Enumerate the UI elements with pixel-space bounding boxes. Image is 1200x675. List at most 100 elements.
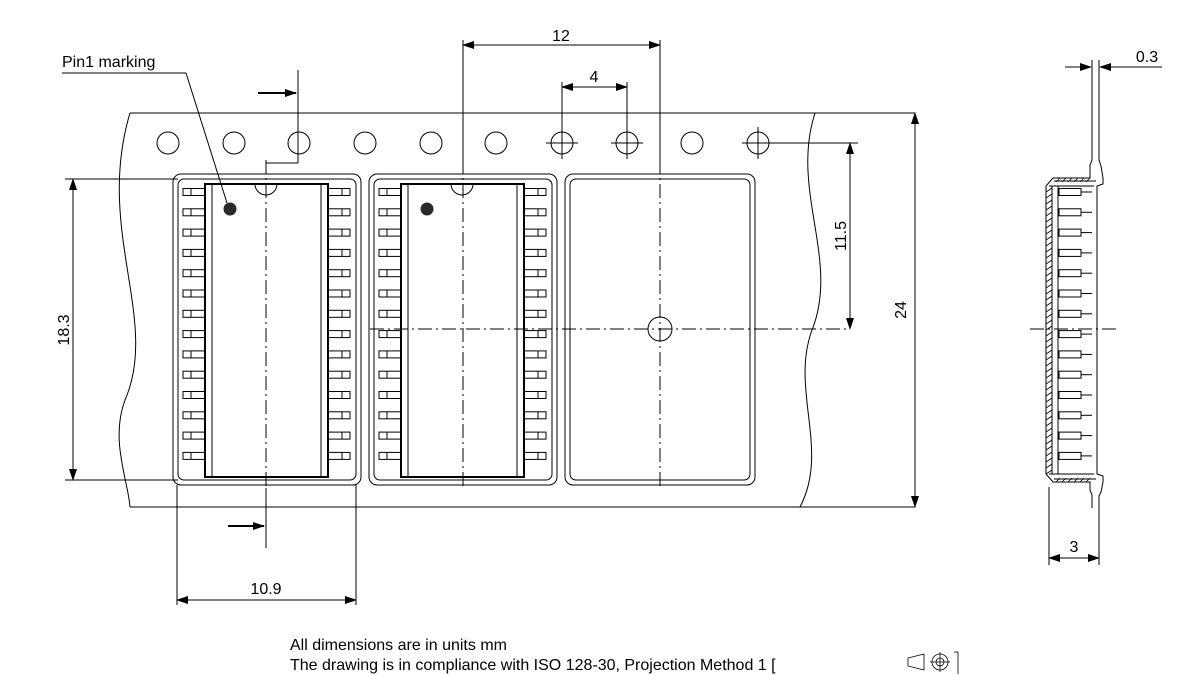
ic-leads-2 — [378, 188, 547, 460]
sprocket-hole — [419, 131, 443, 155]
sprocket-hole — [484, 131, 508, 155]
ic-lead — [182, 188, 206, 196]
ic-lead — [182, 248, 206, 257]
ic-lead — [378, 370, 402, 379]
dim-18-3-label: 18.3 — [56, 314, 73, 345]
ic-lead — [523, 248, 547, 257]
ic-lead — [182, 208, 206, 217]
pin1-marker-2 — [420, 202, 434, 216]
pin1-callout: Pin1 marking — [62, 54, 228, 204]
ic-lead — [378, 330, 402, 339]
pocket-1-inner — [177, 178, 357, 481]
section-arrows — [228, 70, 299, 548]
ic-lead — [182, 350, 206, 359]
units-note: All dimensions are in units mm — [290, 637, 507, 654]
ic-lead — [182, 269, 206, 278]
side-view-hatch — [1045, 177, 1091, 483]
ic-lead — [523, 188, 547, 196]
ic-lead — [327, 451, 351, 460]
side-view-leads — [1058, 188, 1092, 460]
ic-lead — [182, 411, 206, 420]
dimension-0-3: 0.3 — [1065, 49, 1162, 113]
ic-notch-2 — [450, 183, 474, 196]
side-lead — [1058, 248, 1082, 257]
side-lead — [1058, 391, 1082, 399]
ic-lead — [327, 411, 351, 420]
side-lead — [1058, 451, 1082, 460]
ic-lead — [182, 431, 206, 440]
ic-lead — [378, 309, 402, 318]
ic-lead — [327, 289, 351, 298]
ic-lead — [327, 309, 351, 318]
ic-lead — [523, 411, 547, 420]
side-lead — [1058, 208, 1082, 217]
dimension-24: 24 — [800, 112, 919, 508]
dim-0-3-label: 0.3 — [1136, 49, 1158, 66]
pin1-marker-1 — [223, 202, 237, 216]
pin1-marking-label: Pin1 marking — [62, 54, 155, 71]
ic-lead — [327, 208, 351, 217]
ic-lead — [182, 391, 206, 399]
ic-lead — [327, 370, 351, 379]
sprocket-hole — [156, 131, 180, 155]
dimension-3: 3 — [1048, 487, 1100, 565]
dim-4-label: 4 — [590, 69, 599, 86]
ic-lead — [327, 391, 351, 399]
ic-lead — [378, 188, 402, 196]
dimension-10-9: 10.9 — [176, 485, 357, 605]
ic-lead — [378, 431, 402, 440]
ic-lead — [523, 370, 547, 379]
ic-lead — [378, 248, 402, 257]
sprocket-hole — [287, 131, 311, 155]
sprocket-hole — [222, 131, 246, 155]
ic-lead — [182, 228, 206, 237]
dim-24-label: 24 — [893, 301, 910, 319]
side-lead — [1058, 289, 1082, 298]
dimension-4: 4 — [561, 69, 628, 130]
side-lead — [1058, 330, 1082, 339]
side-lead — [1058, 309, 1082, 318]
ic-lead — [378, 350, 402, 359]
ic-lead — [327, 269, 351, 278]
side-lead — [1058, 269, 1082, 278]
ic-leads-1 — [182, 188, 351, 460]
ic-lead — [523, 431, 547, 440]
dimension-11-5: 11.5 — [774, 142, 858, 330]
ic-lead — [327, 330, 351, 339]
ic-lead — [182, 451, 206, 460]
sprocket-hole — [680, 131, 704, 155]
side-view — [1045, 113, 1104, 508]
ic-lead — [327, 188, 351, 196]
ic-lead — [378, 228, 402, 237]
sprocket-holes — [156, 127, 774, 159]
ic-lead — [182, 370, 206, 379]
side-lead — [1058, 188, 1082, 196]
ic-lead — [327, 248, 351, 257]
projection-method-symbol — [907, 651, 959, 674]
ic-lead — [182, 330, 206, 339]
ic-lead — [523, 391, 547, 399]
side-lead — [1058, 411, 1082, 420]
ic-lead — [378, 411, 402, 420]
compliance-note: The drawing is in compliance with ISO 12… — [290, 657, 776, 674]
ic-lead — [523, 228, 547, 237]
side-lead — [1058, 228, 1082, 237]
dimension-18-3: 18.3 — [56, 178, 178, 481]
ic-lead — [378, 391, 402, 399]
dim-10-9-label: 10.9 — [250, 581, 281, 598]
ic-lead — [378, 451, 402, 460]
ic-lead — [523, 350, 547, 359]
ic-lead — [523, 289, 547, 298]
dimension-12: 12 — [462, 28, 661, 160]
dim-11-5-label: 11.5 — [833, 221, 850, 251]
pocket-1 — [172, 173, 362, 486]
tape-wavy-break-right — [799, 112, 822, 508]
ic-lead — [523, 208, 547, 217]
side-lead — [1058, 431, 1082, 440]
ic-lead — [523, 330, 547, 339]
dim-12-label: 12 — [552, 28, 570, 45]
pocket-1-outer — [172, 173, 362, 486]
ic-lead — [523, 451, 547, 460]
ic-lead — [378, 208, 402, 217]
